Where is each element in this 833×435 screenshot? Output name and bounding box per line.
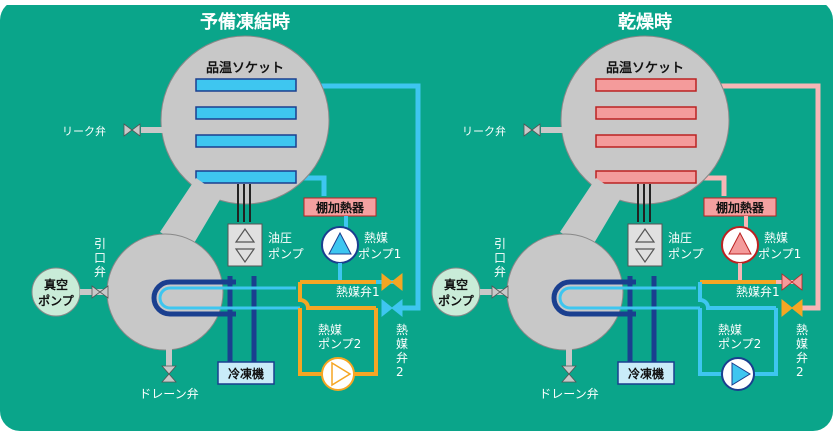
svg-text:ポンプ2: ポンプ2 [718, 337, 761, 351]
shelf-heater [303, 197, 377, 217]
svg-text:ポンプ: ポンプ [438, 293, 475, 308]
svg-text:熱媒弁1: 熱媒弁1 [336, 284, 380, 299]
heat-media-valve-1 [381, 272, 403, 292]
panel-prefreeze: 予備凍結時 品温ソケット リーク弁 油圧 [31, 11, 421, 401]
leak-valve-label: リーク弁 [62, 124, 106, 138]
svg-text:冷凍機: 冷凍機 [228, 366, 264, 381]
shelf [195, 170, 297, 184]
svg-text:ポンプ1: ポンプ1 [358, 247, 401, 261]
svg-text:弁: 弁 [94, 264, 106, 279]
panel-title: 乾燥時 [618, 11, 672, 33]
svg-text:冷凍機: 冷凍機 [628, 366, 664, 381]
leak-valve [123, 123, 163, 137]
svg-text:2: 2 [396, 365, 404, 379]
heat-media-valve-2 [781, 298, 803, 318]
svg-text:ポンプ2: ポンプ2 [318, 337, 361, 351]
svg-text:媒: 媒 [796, 337, 808, 351]
drain-valve [561, 365, 577, 383]
condenser [106, 233, 224, 351]
drain-valve [161, 365, 177, 383]
condenser [506, 233, 624, 351]
svg-text:ポンプ1: ポンプ1 [758, 247, 801, 261]
svg-text:熱媒: 熱媒 [764, 231, 788, 245]
heat-media-pump-2 [321, 357, 355, 391]
vacuum-pump [431, 267, 481, 317]
heat-media-loop [696, 83, 821, 311]
down-arrow-icon [234, 248, 256, 264]
panel-title: 予備凍結時 [200, 11, 290, 33]
up-arrow-icon [634, 227, 656, 243]
svg-text:ポンプ: ポンプ [268, 247, 304, 261]
svg-text:口: 口 [94, 251, 106, 265]
down-arrow-icon [634, 248, 656, 264]
oil-pump [627, 223, 663, 267]
heat-media-valve-2 [381, 298, 403, 318]
up-arrow-icon [234, 227, 256, 243]
shelf [195, 134, 297, 148]
svg-text:真空: 真空 [444, 277, 468, 292]
svg-text:棚加熱器: 棚加熱器 [716, 200, 765, 215]
oil-pump [227, 223, 263, 267]
svg-text:ポンプ: ポンプ [38, 293, 75, 308]
svg-text:弁: 弁 [494, 264, 506, 279]
refrigerator [617, 361, 675, 385]
shelf [595, 134, 697, 148]
leak-valve [523, 123, 563, 137]
heat-media-valve-1 [781, 273, 803, 291]
svg-text:棚加熱器: 棚加熱器 [316, 200, 365, 215]
svg-text:熱媒: 熱媒 [718, 323, 742, 337]
svg-text:熱: 熱 [796, 323, 808, 337]
svg-text:引: 引 [494, 237, 506, 251]
svg-text:引: 引 [94, 237, 106, 251]
leak-valve-label: リーク弁 [462, 124, 506, 138]
shelf-heater [703, 197, 777, 217]
svg-text:2: 2 [796, 365, 804, 379]
svg-text:媒: 媒 [396, 337, 408, 351]
heat-media-loop [296, 83, 421, 311]
refrigerator [217, 361, 275, 385]
shelf [195, 78, 297, 92]
shelf [595, 78, 697, 92]
svg-text:ドレーン弁: ドレーン弁 [139, 386, 198, 401]
panel-drying: 乾燥時 品温ソケット リーク弁 油圧 ポンプ 棚加熱器 [431, 11, 821, 401]
svg-text:口: 口 [494, 251, 506, 265]
svg-text:弁: 弁 [396, 350, 408, 365]
refrigerant-coil [151, 279, 236, 317]
shelf [595, 106, 697, 120]
chamber-label: 品温ソケット [606, 61, 684, 76]
svg-text:熱媒: 熱媒 [364, 231, 388, 245]
refrigerant-coil [551, 279, 636, 317]
shelf [595, 170, 697, 184]
svg-text:ポンプ: ポンプ [668, 247, 704, 261]
oil-pump-label: 油圧 [668, 231, 692, 245]
shelf [195, 106, 297, 120]
svg-text:熱媒弁1: 熱媒弁1 [736, 284, 780, 299]
svg-text:熱媒: 熱媒 [318, 323, 342, 337]
oil-pump-label: 油圧 [268, 231, 292, 245]
draw-valve [91, 285, 109, 299]
chamber-label: 品温ソケット [206, 61, 284, 76]
vacuum-pump [31, 267, 81, 317]
svg-text:ドレーン弁: ドレーン弁 [539, 386, 598, 401]
draw-valve [491, 285, 509, 299]
svg-text:熱: 熱 [396, 323, 408, 337]
svg-text:真空: 真空 [44, 277, 68, 292]
svg-text:弁: 弁 [796, 350, 808, 365]
